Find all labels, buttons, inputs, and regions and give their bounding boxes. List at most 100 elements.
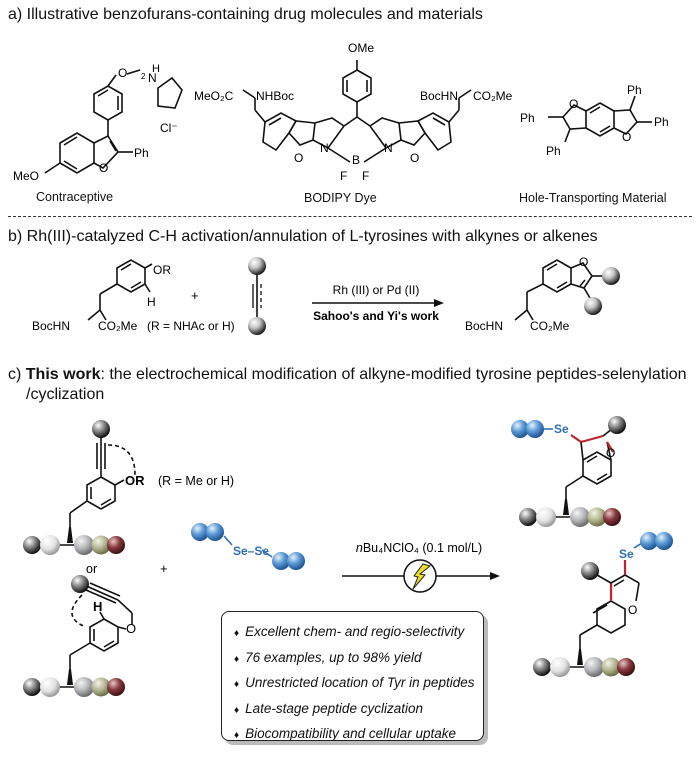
- f-label: F: [362, 169, 369, 183]
- lightning-bolt-icon: [412, 563, 432, 590]
- nhboc-label: NHBoc: [256, 89, 294, 103]
- substituent-ball: [248, 317, 266, 335]
- o-label: O: [99, 161, 108, 175]
- ph-label: Ph: [520, 111, 535, 125]
- bochn-label: BocHN: [465, 319, 503, 333]
- title-rest: : the electrochemical modification of al…: [100, 366, 687, 383]
- peptide-chain: [22, 668, 126, 698]
- h-label: H: [93, 599, 102, 614]
- section-c-scheme: OR (R = Me or H) or + H O Se–Se nBu₄NClO…: [22, 416, 673, 698]
- o-label: O: [622, 130, 631, 144]
- title-bold: This work: [25, 366, 101, 383]
- se-se-label: Se–Se: [233, 544, 269, 558]
- substituent-ball: [71, 575, 89, 593]
- o-label: O: [118, 66, 127, 80]
- features-box: ♦ Excellent chem- and regio-selectivity ♦…: [221, 611, 484, 741]
- conditions-label: nBu₄NClO₄ (0.1 mol/L): [356, 541, 482, 555]
- feature-text: Excellent chem- and regio-selectivity: [245, 624, 465, 639]
- feature-item: ♦ 76 examples, up to 98% yield: [234, 646, 483, 672]
- feature-item: ♦ Late-stage peptide cyclization: [234, 697, 483, 723]
- feature-text: Unrestricted location of Tyr in peptides: [245, 675, 475, 690]
- subscript-2: 2: [141, 72, 146, 81]
- or-label: OR: [125, 473, 145, 488]
- ph-label: Ph: [134, 146, 149, 160]
- bodipy-structure: [242, 60, 472, 163]
- ome-label: OMe: [348, 41, 374, 55]
- o-label: O: [606, 446, 615, 460]
- o-label: O: [294, 151, 303, 165]
- peptide-chain: [22, 526, 126, 556]
- electrochemical-arrow: [342, 559, 500, 593]
- ph-label: Ph: [627, 83, 642, 97]
- reaction-arrow: [312, 299, 444, 307]
- alkyne-reagent: [248, 257, 266, 335]
- feature-item: ♦ Unrestricted location of Tyr in peptide…: [234, 671, 483, 697]
- feature-item: ♦ Excellent chem- and regio-selectivity: [234, 620, 483, 646]
- feature-text: Late-stage peptide cyclization: [245, 700, 423, 716]
- diselenide-reagent: [191, 523, 305, 570]
- o-label: O: [569, 97, 578, 111]
- substituent-ball: [602, 267, 620, 285]
- bullet-icon: ♦: [234, 730, 240, 741]
- substituent-ball: [584, 297, 602, 315]
- meo2c-label: MeO₂C: [194, 89, 234, 103]
- section-b-scheme: OR H BocHN CO₂Me (R = NHAc or H) + Rh (I…: [32, 255, 620, 335]
- section-a-title: a) Illustrative benzofurans-containing d…: [8, 6, 483, 23]
- ester-label: CO₂Me: [530, 319, 570, 333]
- or-text: or: [86, 562, 97, 576]
- b-label: B: [352, 153, 360, 167]
- bodipy-label: BODIPY Dye: [304, 191, 377, 205]
- conditions-top: Rh (III) or Pd (II): [333, 283, 420, 297]
- bochn-label: BocHN: [32, 319, 70, 333]
- h-label: H: [147, 295, 156, 309]
- bullet-icon: ♦: [234, 679, 240, 690]
- n-label: N: [148, 71, 157, 85]
- feature-item: ♦ Biocompatibility and cellular uptake: [234, 722, 483, 748]
- feature-text: Biocompatibility and cellular uptake: [245, 726, 456, 741]
- benzofuran-product: [514, 259, 604, 321]
- section-c-title: c) This work: the electrochemical modifi…: [8, 366, 687, 384]
- ester-label: CO₂Me: [98, 319, 138, 333]
- section-c-title-line2: /cyclization: [26, 386, 105, 403]
- selenylated-benzofuran-product: [565, 428, 614, 503]
- section-b-title: b) Rh(III)-catalyzed C-H activation/annu…: [8, 228, 598, 245]
- plus-sign: +: [191, 288, 199, 303]
- section-divider: [8, 216, 692, 217]
- htm-label: Hole-Transporting Material: [519, 191, 667, 205]
- o-label: O: [579, 255, 588, 269]
- substituent-ball: [581, 562, 599, 580]
- substituent-ball: [248, 257, 266, 275]
- peptide-chain: [518, 498, 622, 528]
- bullet-icon: ♦: [234, 704, 240, 716]
- r-definition: (R = Me or H): [158, 474, 234, 488]
- or-label: OR: [153, 263, 171, 277]
- co2me-label: CO₂Me: [473, 89, 513, 103]
- meo-label: MeO: [13, 169, 39, 183]
- n-label: N: [320, 141, 329, 155]
- contraceptive-label: Contraceptive: [36, 190, 114, 204]
- htm-structure: [548, 95, 652, 143]
- ph-label: Ph: [654, 115, 669, 129]
- aryl-dimer: [511, 420, 544, 438]
- feature-text: 76 examples, up to 98% yield: [245, 649, 422, 665]
- substituent-ball: [92, 420, 110, 438]
- o-label: O: [126, 621, 136, 636]
- plus-sign: +: [160, 561, 168, 576]
- f-label: F: [340, 169, 347, 183]
- title-prefix: c): [8, 366, 26, 383]
- bochn-label: BocHN: [420, 89, 458, 103]
- peptide-chain: [532, 648, 636, 678]
- alkyne-tyrosine-substrate: [69, 434, 136, 531]
- substituent-ball: [608, 416, 626, 434]
- o-label: O: [410, 151, 419, 165]
- section-a-structures: MeO O Ph O N H 2 Cl⁻ OMe MeO₂C NHBoc Boc…: [13, 41, 669, 183]
- n-label: N: [384, 141, 393, 155]
- bullet-icon: ♦: [234, 653, 240, 665]
- aryl-dimer: [640, 532, 673, 550]
- se-label: Se: [554, 422, 569, 436]
- bullet-icon: ♦: [234, 628, 240, 639]
- h-label: H: [152, 63, 160, 75]
- o-label: O: [628, 603, 637, 617]
- conditions-bottom: Sahoo's and Yi's work: [313, 309, 439, 323]
- selenylated-chromene-product: [579, 560, 640, 653]
